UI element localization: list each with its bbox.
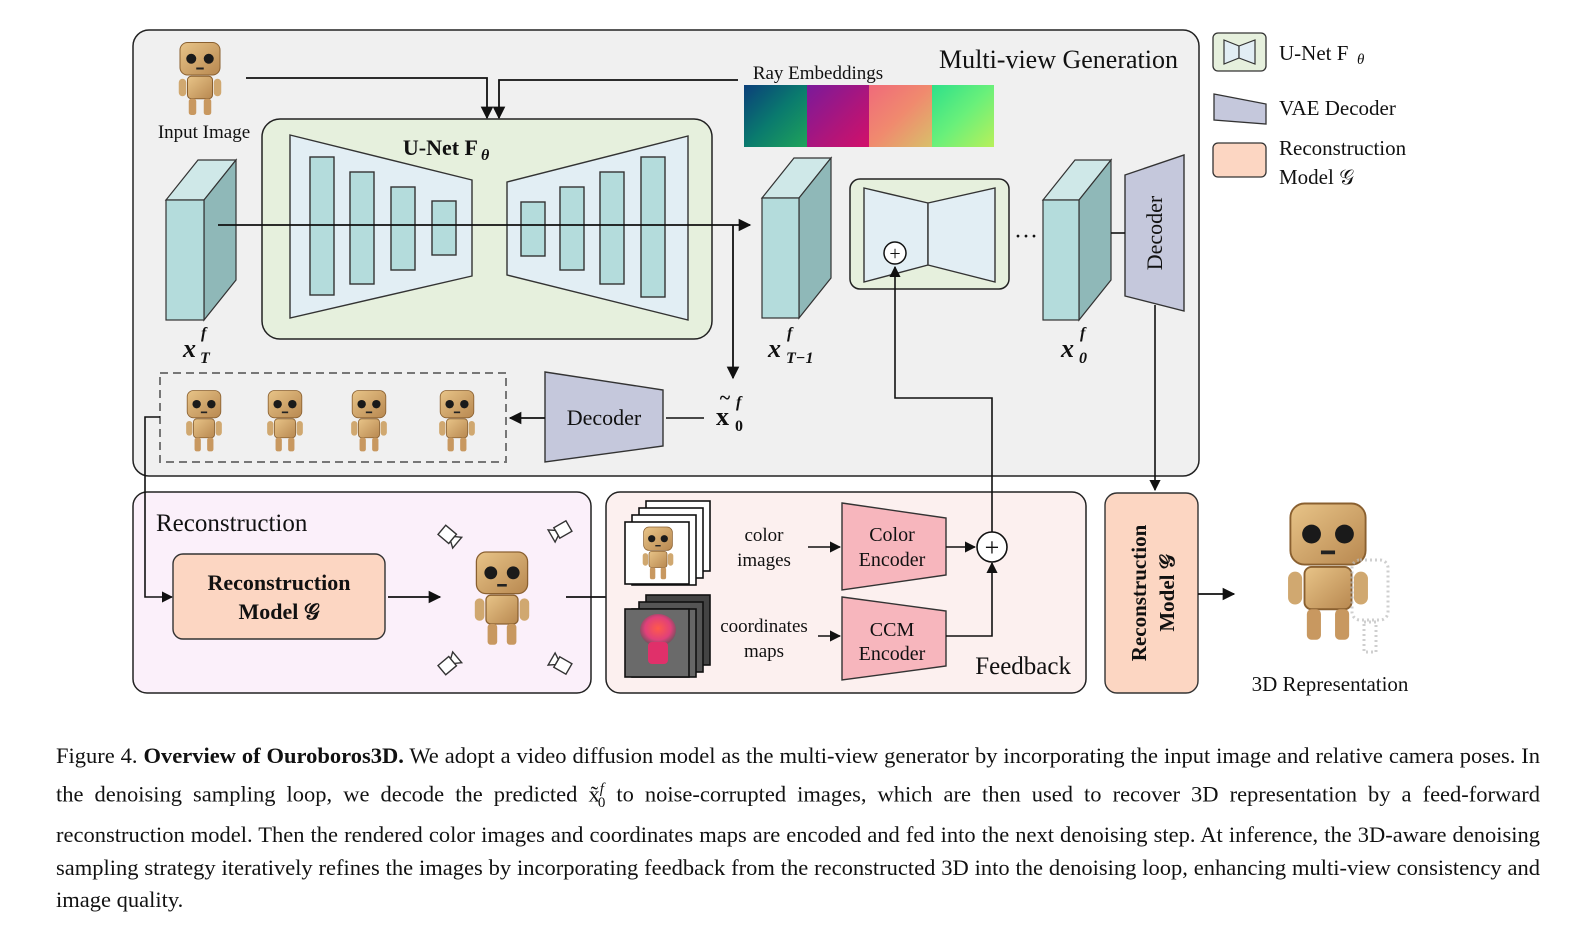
reconstruction-title: Reconstruction (156, 510, 308, 537)
coord-maps-label-1: coordinates (720, 616, 808, 637)
small-unet-add-symbol: + (889, 243, 900, 265)
coord-map-stack (624, 594, 711, 678)
ccm-encoder (841, 596, 947, 681)
unet-decoder (506, 135, 689, 321)
xT-label: x f T (182, 325, 211, 367)
legend: U-Net F θ VAE Decoder Reconstruction Mod… (1212, 32, 1407, 189)
color-encoder-label-2: Encoder (859, 549, 926, 571)
caption-line1: We adopt a video diffusion model as the … (403, 743, 1272, 768)
images-to-recon-arrow (144, 416, 174, 603)
legend-vae-label: VAE Decoder (1279, 96, 1396, 120)
legend-unet-label: U-Net F (1279, 41, 1348, 65)
xT1-label: x f T−1 (767, 325, 813, 367)
color-images-label-2: images (737, 550, 791, 571)
coord-maps-label-2: maps (744, 641, 784, 662)
legend-unet-sub: θ (1357, 52, 1365, 68)
caption-line5: feedback from the reconstructed 3D into … (56, 854, 1541, 913)
legend-recon-line2: Model 𝒢 (1279, 165, 1354, 189)
output-3d-robot (1286, 502, 1370, 641)
feedback-sum-symbol: + (985, 533, 1000, 562)
color-images-label-1: color (744, 525, 784, 546)
ccm-encoder-to-sum (946, 561, 998, 637)
caption-symbol-sup: f (599, 780, 604, 797)
x0-tilde-label: x f 0 (716, 394, 745, 435)
small-unet-encoder (863, 187, 929, 283)
legend-recon-line1: Reconstruction (1279, 136, 1407, 160)
vae-decoder-mid (544, 371, 664, 463)
caption-title: Overview of Ouroboros3D. (143, 743, 404, 768)
output-3d-pointcloud (1350, 558, 1390, 654)
caption-symbol-sub: 0 (597, 794, 606, 811)
legend-recon-swatch (1212, 142, 1267, 178)
color-encoder (841, 502, 947, 591)
recon-model-vertical-line2: Model 𝒢 (1155, 553, 1179, 631)
ccm-encoder-label-2: Encoder (859, 643, 926, 665)
ray-embeddings-label: Ray Embeddings (753, 63, 883, 84)
caption-line2a: and relative camera poses. In the denois… (56, 743, 1540, 806)
caption-line4: fed into the next denoising step. At inf… (56, 822, 1540, 880)
vae-decoder-final (1124, 154, 1185, 312)
caption-symbol: x̃ (588, 781, 600, 806)
multiview-generation-title: Multi-view Generation (939, 45, 1178, 74)
vae-decoder-final-label: Decoder (1142, 195, 1167, 270)
ellipsis: ··· (1014, 224, 1038, 250)
input-image-label: Input Image (158, 122, 250, 143)
recon-model-vertical (1104, 492, 1199, 694)
figure-caption: Figure 4. Overview of Ouroboros3D. We ad… (56, 740, 1540, 917)
latent-x0 (1041, 158, 1113, 322)
feedback-to-unet-arrow (889, 265, 993, 532)
small-unet-add-node (883, 241, 907, 265)
recon-model-vertical-line1: Reconstruction (1127, 524, 1151, 661)
representation-3d-label: 3D Representation (1252, 672, 1409, 696)
caption-line2b: to noise-corrupted images, which are the… (605, 781, 1102, 806)
ccm-encoder-label-1: CCM (870, 619, 915, 641)
color-image-stack (624, 500, 711, 586)
legend-vae-swatch (1213, 93, 1267, 125)
recon-model-line1: Reconstruction (208, 570, 351, 595)
unet-encoder (289, 134, 473, 319)
color-encoder-label-1: Color (869, 524, 915, 546)
x0-tilde-mark: ~ (720, 387, 731, 409)
unet-title: U-Net F (403, 135, 478, 160)
recon-model-box (172, 553, 386, 640)
latent-xT1 (760, 156, 833, 320)
x0-label: x f 0 (1060, 325, 1089, 367)
caption-prefix: Figure 4. (56, 743, 144, 768)
unet-subscript: θ (481, 147, 490, 164)
conditioning-arrows (246, 77, 738, 120)
vae-decoder-mid-label: Decoder (567, 405, 642, 430)
latent-xT (164, 158, 238, 322)
caption-line3: recover 3D representation by a feed-forw… (56, 781, 1540, 847)
feedback-title: Feedback (975, 653, 1071, 680)
method-diagram: Multi-view Generation Input Image Ray Em… (132, 29, 1409, 696)
ray-embeddings (744, 85, 994, 147)
recon-model-line2: Model 𝒢 (238, 599, 319, 624)
small-unet-decoder (927, 187, 996, 283)
